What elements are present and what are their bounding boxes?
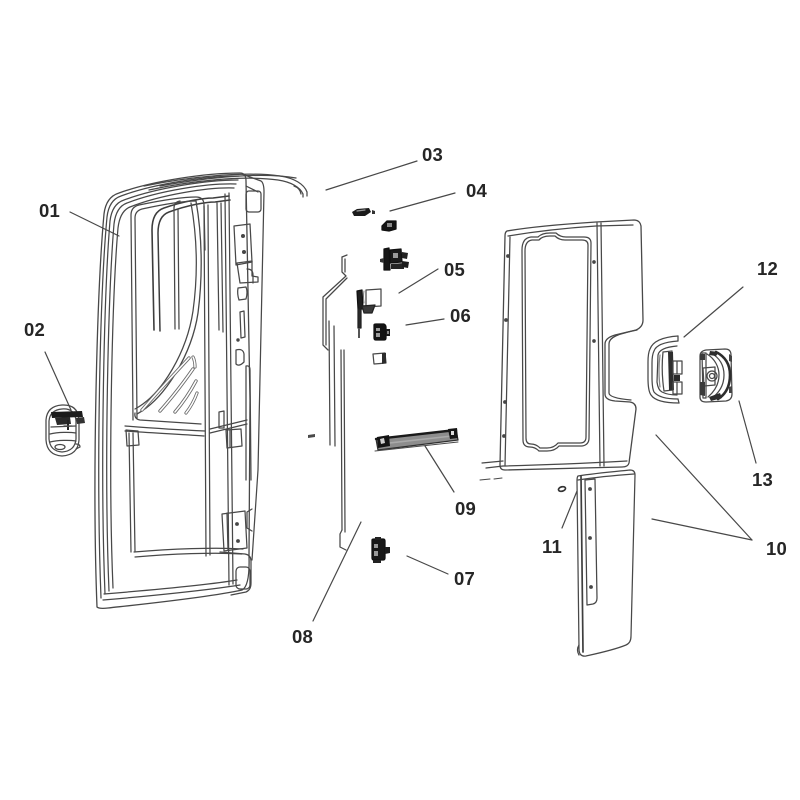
svg-text:07: 07 bbox=[454, 568, 475, 589]
svg-text:06: 06 bbox=[450, 305, 471, 326]
svg-text:01: 01 bbox=[39, 200, 60, 221]
svg-text:08: 08 bbox=[292, 626, 313, 647]
svg-text:05: 05 bbox=[444, 259, 465, 280]
svg-text:11: 11 bbox=[542, 536, 562, 557]
svg-text:03: 03 bbox=[422, 144, 443, 165]
svg-text:02: 02 bbox=[24, 319, 45, 340]
svg-text:09: 09 bbox=[455, 498, 476, 519]
svg-text:12: 12 bbox=[757, 258, 778, 279]
svg-text:10: 10 bbox=[766, 538, 787, 559]
svg-text:04: 04 bbox=[466, 180, 487, 201]
svg-text:13: 13 bbox=[752, 469, 773, 490]
